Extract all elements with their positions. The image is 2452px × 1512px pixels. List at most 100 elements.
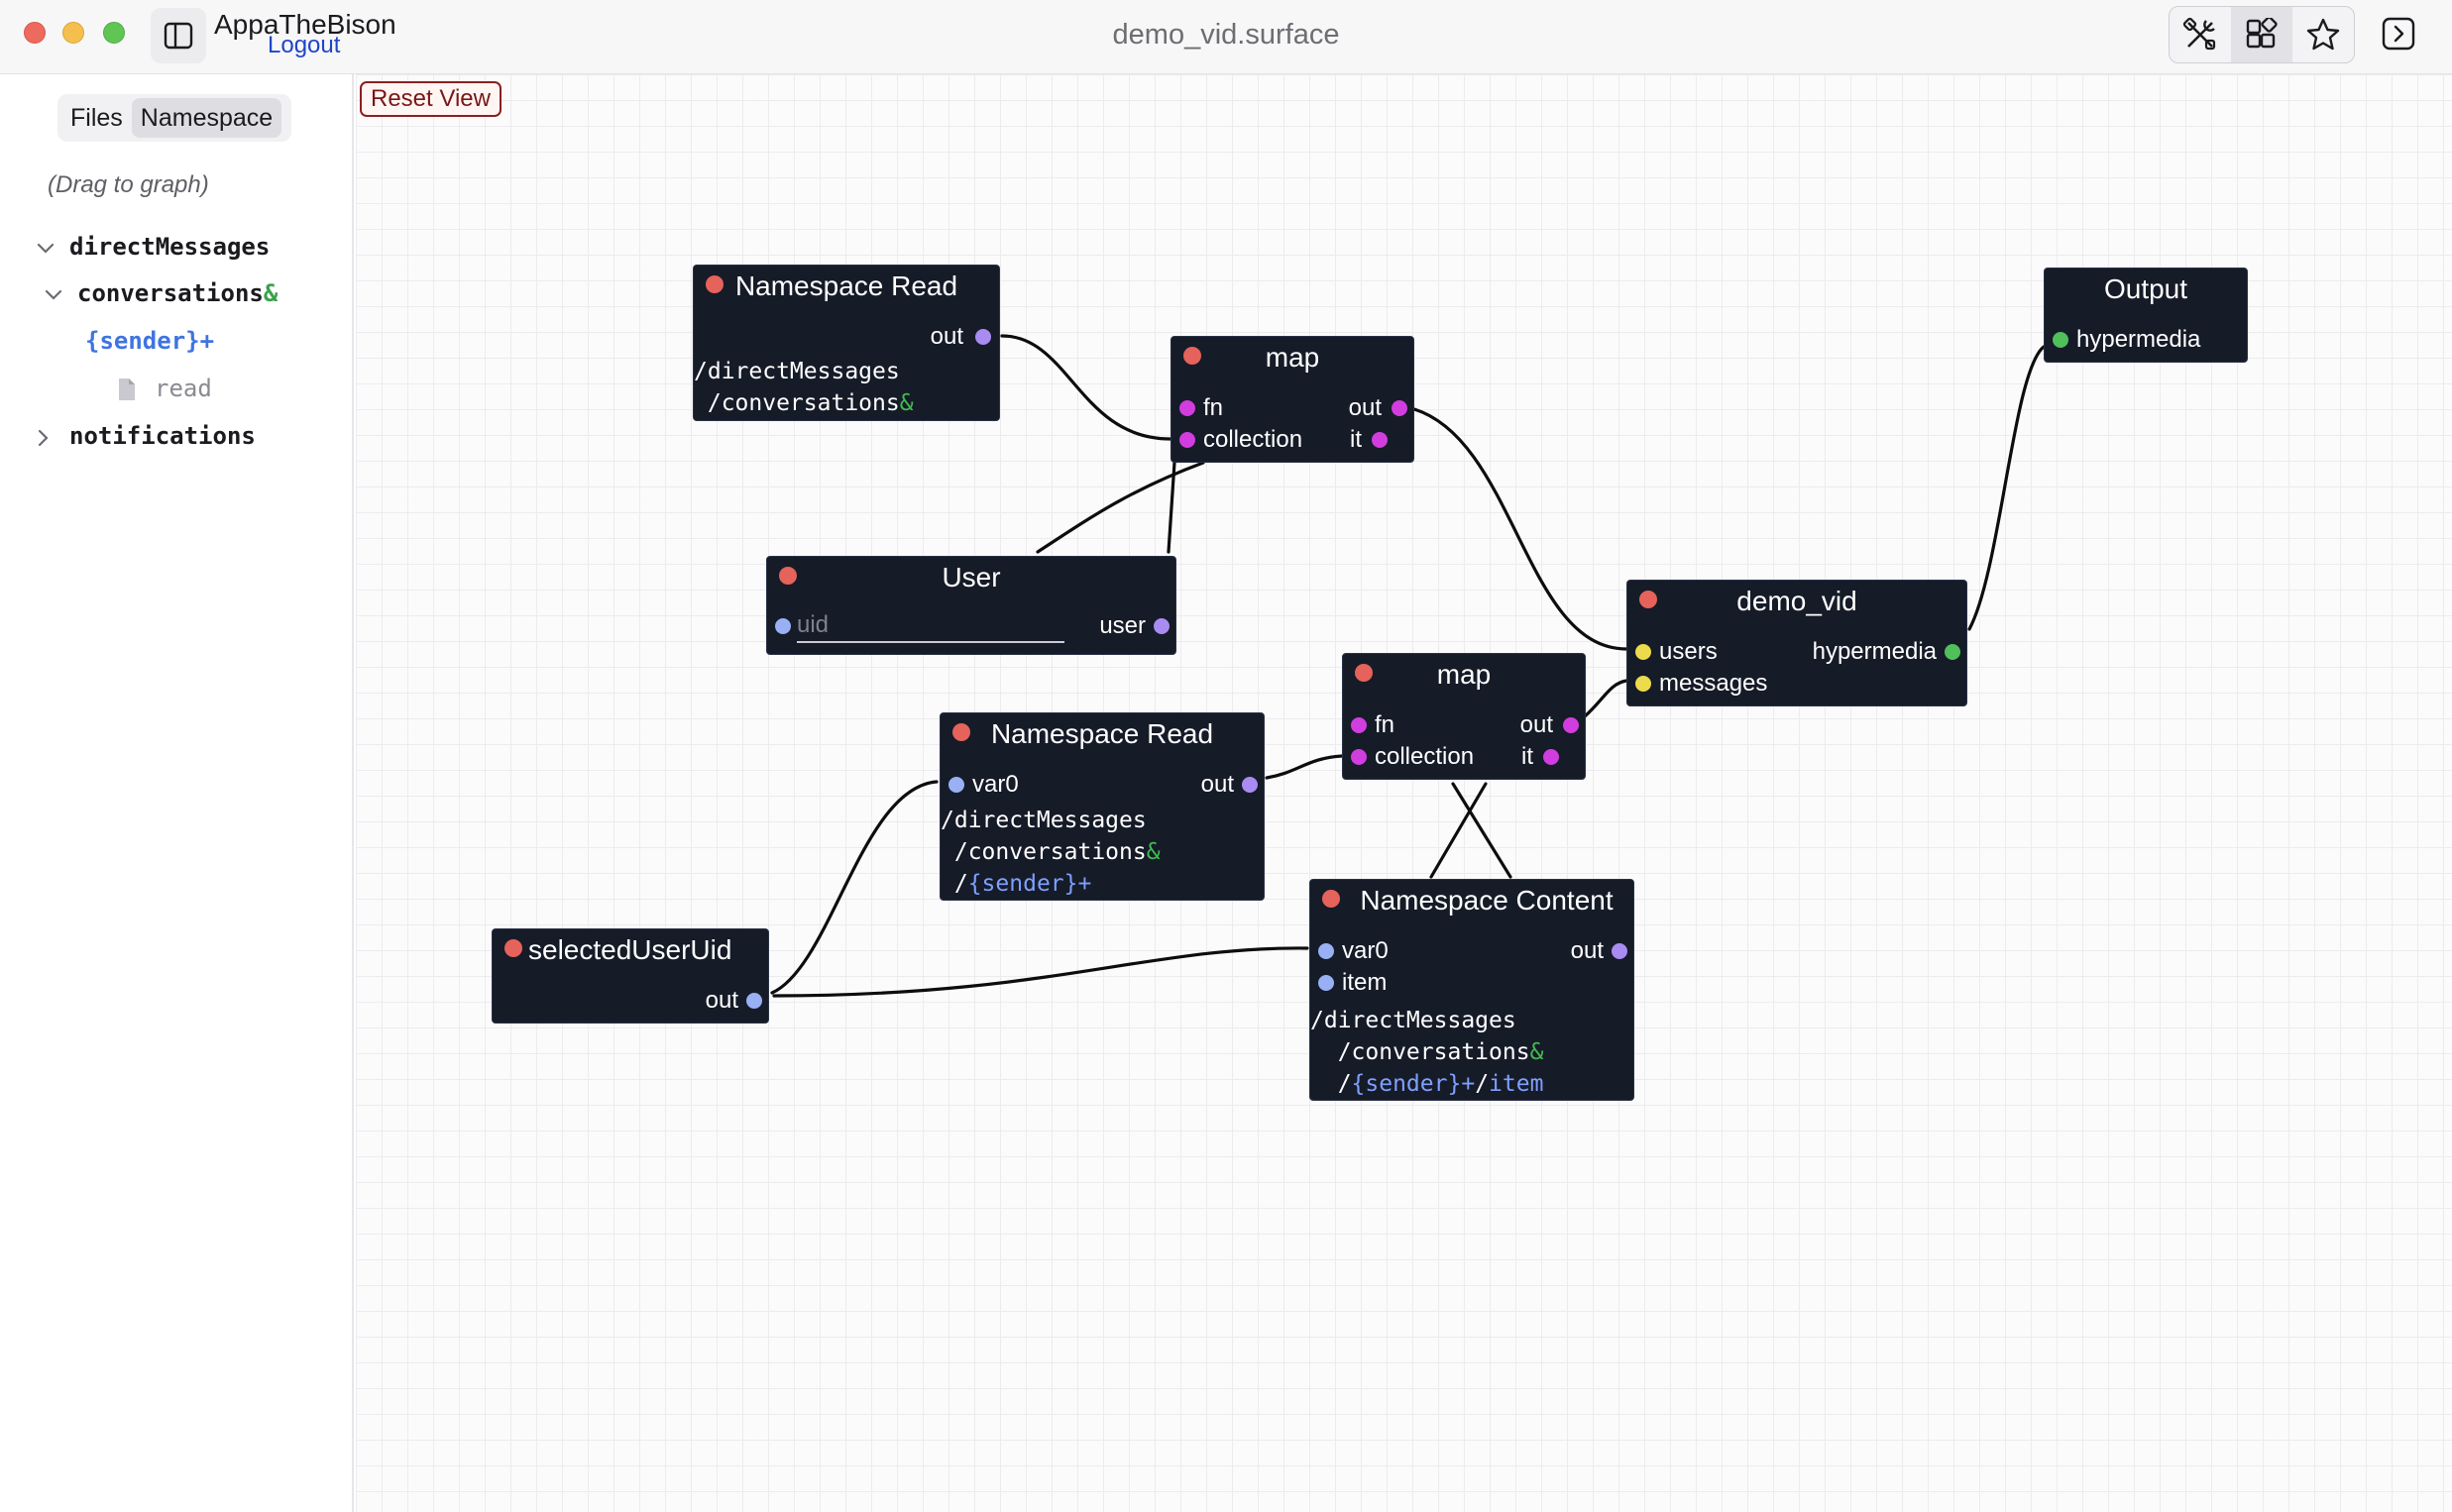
port-label: item bbox=[1342, 969, 1388, 996]
wire bbox=[1451, 782, 1512, 879]
port-label: user bbox=[1099, 612, 1146, 639]
close-window-button[interactable] bbox=[24, 22, 46, 44]
path-suffix: & bbox=[899, 390, 914, 416]
path-param: item bbox=[1489, 1071, 1544, 1097]
path-suffix: & bbox=[1529, 1039, 1544, 1065]
port-messages[interactable] bbox=[1635, 676, 1651, 692]
node-map[interactable]: map fn collection out it bbox=[1170, 336, 1414, 463]
node-title: Output bbox=[2103, 273, 2188, 304]
port-label: hypermedia bbox=[1812, 638, 1937, 665]
path-segment: / bbox=[941, 871, 968, 897]
port-label: out bbox=[1519, 711, 1553, 738]
port-it[interactable] bbox=[1543, 749, 1559, 765]
reset-view-button[interactable]: Reset View bbox=[360, 81, 502, 117]
tools-icon bbox=[2182, 17, 2216, 51]
port-collection[interactable] bbox=[1179, 432, 1195, 448]
status-dot bbox=[1639, 591, 1657, 608]
tree-item-label: conversations bbox=[77, 279, 264, 307]
wire bbox=[1000, 334, 1172, 441]
port-collection[interactable] bbox=[1351, 749, 1367, 765]
uid-input[interactable]: uid bbox=[797, 611, 1064, 643]
drag-hint: (Drag to graph) bbox=[48, 171, 209, 198]
graph-canvas[interactable]: Reset View bbox=[356, 74, 2452, 1512]
chevron-down-icon[interactable] bbox=[42, 283, 65, 307]
path-segment: /directMessages bbox=[1310, 1008, 1516, 1033]
node-title: Namespace Content bbox=[1360, 885, 1614, 916]
tab-files[interactable]: Files bbox=[70, 104, 123, 132]
port-out[interactable] bbox=[1563, 717, 1579, 733]
port-users[interactable] bbox=[1635, 644, 1651, 660]
wire-layer bbox=[770, 334, 2046, 998]
status-dot bbox=[504, 939, 522, 957]
path-separator: / bbox=[1475, 1071, 1490, 1097]
tools-button[interactable] bbox=[2170, 7, 2231, 62]
status-dot bbox=[706, 275, 724, 293]
port-out[interactable] bbox=[1242, 777, 1258, 793]
port-hypermedia[interactable] bbox=[1945, 644, 1960, 660]
node-title: Namespace Read bbox=[990, 718, 1214, 749]
wire bbox=[1429, 782, 1488, 879]
path-segment: /conversations bbox=[694, 390, 900, 416]
port-user[interactable] bbox=[1154, 618, 1170, 634]
wire bbox=[772, 946, 1309, 998]
tree-item-conversations[interactable]: conversations& bbox=[77, 278, 278, 308]
favorite-button[interactable] bbox=[2292, 7, 2354, 62]
port-label: fn bbox=[1375, 711, 1395, 738]
port-hypermedia[interactable] bbox=[2053, 332, 2068, 348]
node-demo-vid[interactable]: demo_vid users messages hypermedia bbox=[1626, 580, 1967, 706]
chevron-right-icon[interactable] bbox=[32, 426, 56, 450]
node-namespace-read[interactable]: Namespace Read var0 out /directMessages … bbox=[940, 712, 1265, 901]
port-it[interactable] bbox=[1372, 432, 1388, 448]
port-label: it bbox=[1521, 743, 1533, 770]
wire bbox=[1167, 461, 1176, 554]
namespace-path: /directMessages /conversations& /{sender… bbox=[941, 805, 1161, 900]
port-label: collection bbox=[1203, 426, 1303, 453]
logout-link[interactable]: Logout bbox=[268, 32, 341, 58]
node-namespace-content[interactable]: Namespace Content var0 item out /directM… bbox=[1309, 879, 1634, 1101]
path-param: {sender} bbox=[1351, 1071, 1462, 1097]
tree-item-sender[interactable]: {sender}+ bbox=[85, 326, 214, 356]
port-var0[interactable] bbox=[1318, 943, 1334, 959]
node-title: map bbox=[1436, 659, 1492, 690]
maximize-window-button[interactable] bbox=[103, 22, 125, 44]
port-out[interactable] bbox=[975, 329, 991, 345]
port-var0[interactable] bbox=[948, 777, 964, 793]
chevron-down-icon[interactable] bbox=[34, 237, 57, 261]
sidebar-icon bbox=[164, 22, 193, 50]
path-segment: /directMessages bbox=[694, 359, 900, 384]
node-namespace-read[interactable]: Namespace Read out /directMessages /conv… bbox=[693, 265, 1000, 421]
path-suffix: + bbox=[1077, 871, 1092, 897]
port-item[interactable] bbox=[1318, 975, 1334, 991]
widgets-icon bbox=[2246, 18, 2278, 49]
port-out[interactable] bbox=[746, 993, 762, 1009]
node-output[interactable]: Output hypermedia bbox=[2044, 268, 2248, 363]
wire bbox=[1412, 407, 1628, 651]
tree-item-read[interactable]: read bbox=[155, 375, 212, 402]
widgets-button[interactable] bbox=[2231, 7, 2292, 62]
tree-item-directmessages[interactable]: directMessages bbox=[69, 233, 271, 261]
sidebar: Files Namespace (Drag to graph) directMe… bbox=[0, 74, 354, 1512]
port-fn[interactable] bbox=[1351, 717, 1367, 733]
node-selected-user-uid[interactable]: selectedUserUid out bbox=[492, 928, 769, 1024]
file-icon bbox=[119, 378, 135, 400]
minimize-window-button[interactable] bbox=[62, 22, 84, 44]
port-fn[interactable] bbox=[1179, 400, 1195, 416]
wire bbox=[1967, 345, 2046, 631]
tab-namespace[interactable]: Namespace bbox=[131, 98, 282, 138]
port-out[interactable] bbox=[1612, 943, 1627, 959]
port-label: out bbox=[705, 987, 738, 1014]
node-map[interactable]: map fn collection out it bbox=[1342, 653, 1586, 780]
status-dot bbox=[1322, 890, 1340, 908]
right-panel-toggle-button[interactable] bbox=[2381, 16, 2420, 55]
node-title: selectedUserUid bbox=[528, 934, 732, 965]
node-user[interactable]: User uid user bbox=[766, 556, 1176, 655]
path-segment: /directMessages bbox=[941, 808, 1147, 833]
port-out[interactable] bbox=[1392, 400, 1407, 416]
sidebar-toggle-button[interactable] bbox=[151, 8, 206, 63]
tree-item-notifications[interactable]: notifications bbox=[69, 422, 256, 450]
port-uid[interactable] bbox=[775, 618, 791, 634]
status-dot bbox=[952, 723, 970, 741]
node-title: User bbox=[942, 562, 1001, 593]
tree-item-suffix: + bbox=[199, 327, 215, 355]
